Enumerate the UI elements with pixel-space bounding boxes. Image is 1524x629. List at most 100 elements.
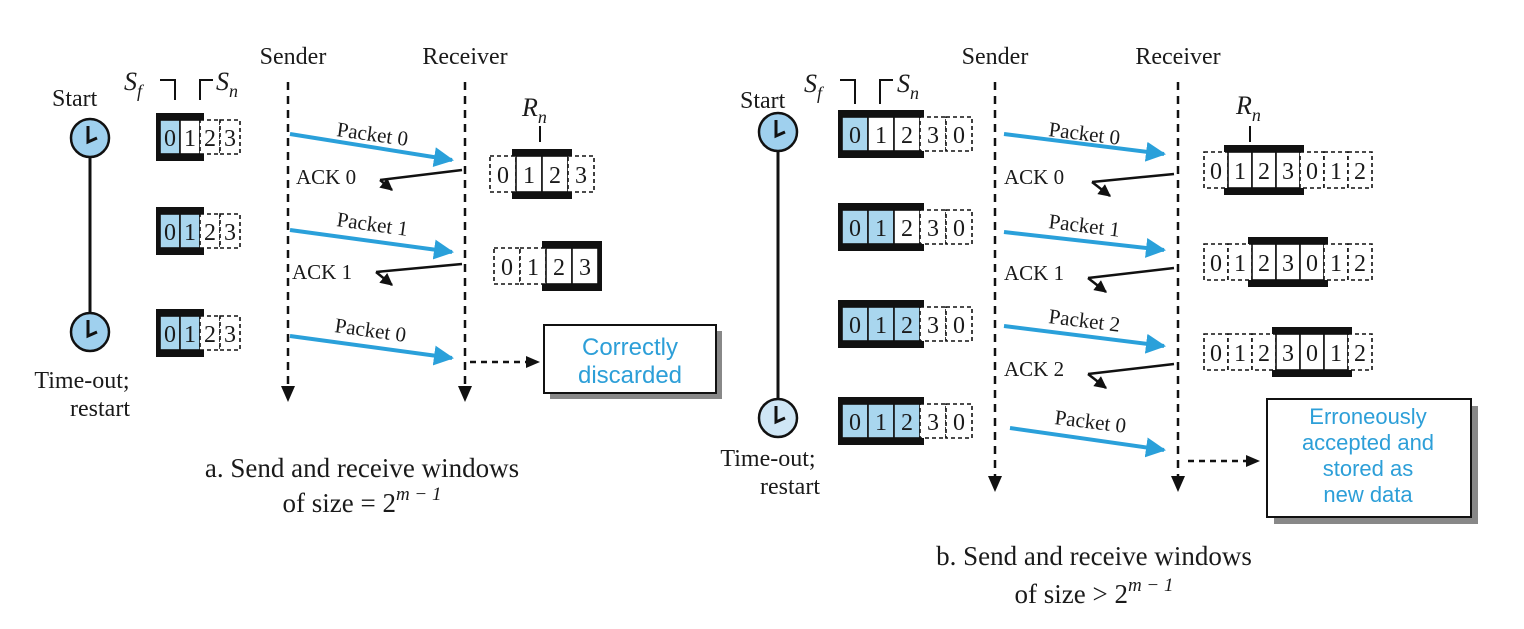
panel-b-sender-window-2-cell: 3 <box>927 216 939 242</box>
panel-a-packet-0b-arrow <box>289 334 454 366</box>
panel-b-receiver-window-2-cell: 2 <box>1354 251 1366 277</box>
panel-b-receiver-window-1-cell-bg <box>1275 151 1301 189</box>
panel-b-receiver-window-2-cell: 0 <box>1210 251 1222 277</box>
panel-b-sender-window-4-cell: 0 <box>849 410 861 436</box>
panel-b-result-line4: new data <box>1323 482 1413 507</box>
panel-a-receiver-window-1-cell-bg <box>541 155 569 193</box>
panel-b-receiver-window-1-cell-bg <box>1251 151 1277 189</box>
panel-b-receiver-window-1-cell: 2 <box>1354 159 1366 185</box>
panel-a: Sender Receiver Start Time-out; restart … <box>34 44 722 518</box>
panel-b-sender-window-4-cell-bg <box>893 403 921 439</box>
panel-b-receiver-window-3-cell-bg <box>1347 333 1373 371</box>
panel-b-sender-timeline-arrow <box>988 476 1002 492</box>
panel-b-result-line2: accepted and <box>1302 430 1434 455</box>
panel-a-sn-pointer <box>199 79 213 100</box>
panel-b-receiver-label: Receiver <box>1135 44 1220 70</box>
panel-b-receiver-window-3-cell: 1 <box>1330 341 1342 367</box>
panel-b-receiver-window-2-cell-bg <box>1347 243 1373 281</box>
panel-a-sender-window-2-cell: 3 <box>224 220 236 246</box>
panel-b-sender-window-3-cell: 0 <box>849 313 861 339</box>
panel-a-sender-window-3-cell: 0 <box>164 322 176 348</box>
panel-b-receiver-window-2-cell: 1 <box>1330 251 1342 277</box>
panel-b-sender-window-3-cell: 0 <box>953 313 965 339</box>
panel-a-clock-timeout-icon <box>69 311 111 353</box>
panel-b-receiver-window-1-cell: 0 <box>1306 159 1318 185</box>
panel-b-start-label: Start <box>740 88 786 114</box>
panel-a-receiver-window-2-cell-bg <box>545 247 573 285</box>
panel-b-ack-2-label: ACK 2 <box>1004 357 1064 381</box>
panel-b-timeout-line2: restart <box>760 474 820 500</box>
panel-a-packet-0-label: Packet 0 <box>335 117 409 151</box>
panel-b-ack-1-label: ACK 1 <box>1004 261 1064 285</box>
panel-a-receiver-window-1-cell: 3 <box>575 163 587 189</box>
panel-b-sn-pointer <box>879 79 893 104</box>
panel-b-sender-window-2-cell: 0 <box>953 216 965 242</box>
panel-b-caption-line2: of size > 2m − 1 <box>1015 575 1174 609</box>
panel-a-ack-0-label: ACK 0 <box>296 165 356 189</box>
panel-b-receiver-window-3-cell-bg <box>1299 333 1325 371</box>
panel-a-sender-window-1-cell: 2 <box>204 126 216 152</box>
panel-b-receiver-window-2-cell: 3 <box>1282 251 1294 277</box>
panel-a-receiver-window-1-cell: 0 <box>497 163 509 189</box>
panel-b-receiver-window-1-cell: 3 <box>1282 159 1294 185</box>
panel-b-sender-window-3-cell-bg <box>945 306 973 342</box>
panel-b-receiver-window-2-cell-bg <box>1251 243 1277 281</box>
panel-b-result-line3: stored as <box>1323 456 1414 481</box>
panel-b-receiver-window-1-cell: 1 <box>1234 159 1246 185</box>
panel-a-sf-label: Sf <box>124 67 145 101</box>
panel-b-sender-window-4-cell: 2 <box>901 410 913 436</box>
panel-a-sender-window-1-cell: 0 <box>164 126 176 152</box>
panel-b-sender-window-3-cell-bg <box>867 306 895 342</box>
panel-a-sender-window-3-cell: 3 <box>224 322 236 348</box>
panel-a-packet-1-arrow <box>289 228 454 260</box>
panel-a-result-box <box>543 324 717 394</box>
panel-b-packet-0-arrow <box>1003 132 1166 162</box>
panel-b-sender-window-4-cell-bg <box>945 403 973 439</box>
panel-b-sender-window-3-cell-bg <box>893 306 921 342</box>
panel-b-sender-window-1-cell-bg <box>867 116 895 152</box>
panel-b-receiver-timeline-arrow <box>1171 476 1185 492</box>
panel-b-sender-window-2-cell-bg <box>945 209 973 245</box>
panel-b-receiver-window-2-cell: 2 <box>1258 251 1270 277</box>
panel-b-receiver-window-2-cell-bg <box>1275 243 1301 281</box>
panel-a-caption-line2: of size = 2m − 1 <box>283 484 442 518</box>
panel-a-sender-window-3-cell: 1 <box>184 322 196 348</box>
panel-b-clock-timeout-icon <box>757 397 799 439</box>
panel-b-receiver-window-3-cell: 2 <box>1354 341 1366 367</box>
panel-a-ack-0-arrow <box>379 168 463 182</box>
panel-a-sender-window-3-cell-bg <box>219 315 241 351</box>
panel-b-packet-0b-arrow <box>1009 426 1166 458</box>
panel-b-result-line1: Erroneously <box>1309 404 1426 429</box>
panel-b-sf-label: Sf <box>804 69 825 103</box>
panel-a-sender-window-1-cell: 1 <box>184 126 196 152</box>
panel-b-sender-window-1-cell: 0 <box>953 123 965 149</box>
panel-b-sender-window-3-cell-bg <box>841 306 869 342</box>
panel-a-timeout-line2: restart <box>70 396 130 422</box>
panel-a-result-line1: Correctly <box>582 334 678 361</box>
panel-b-receiver-window-1-cell-bg <box>1203 151 1229 189</box>
panel-b-sender-window-1-cell-bg <box>945 116 973 152</box>
panel-b-sender-label: Sender <box>962 44 1029 70</box>
panel-a-receiver-timeline-arrow <box>458 386 472 402</box>
panel-a-receiver-window-2-cell-bg <box>571 247 599 285</box>
panel-b-sender-window-2-cell: 2 <box>901 216 913 242</box>
panel-b-sender-window-2-cell: 0 <box>849 216 861 242</box>
panel-b-result-box <box>1266 398 1472 518</box>
panel-a-ack-1-label: ACK 1 <box>292 260 352 284</box>
panel-b-sender-window-4-cell: 0 <box>953 410 965 436</box>
panel-b-receiver-window-3-cell: 3 <box>1282 341 1294 367</box>
panel-a-sender-window-1-cell: 3 <box>224 126 236 152</box>
panel-a-start-label: Start <box>52 86 98 112</box>
panel-a-sender-window-2-cell-bg <box>219 213 241 249</box>
panel-b-receiver-window-2-cell: 0 <box>1306 251 1318 277</box>
panel-a-sender-window-3-cell: 2 <box>204 322 216 348</box>
panel-a-rn-label: Rn <box>521 93 547 127</box>
panel-b-sender-window-1-cell-bg <box>893 116 921 152</box>
panel-b-receiver-window-1-cell: 1 <box>1330 159 1342 185</box>
panel-b-receiver-window-3-cell: 2 <box>1258 341 1270 367</box>
